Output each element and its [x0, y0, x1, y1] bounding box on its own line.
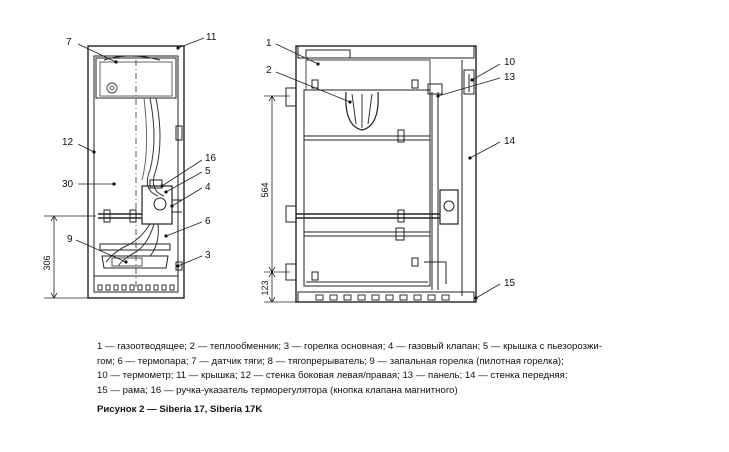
- left-leader-dots: [92, 46, 180, 268]
- callout-5: 5: [205, 166, 211, 177]
- left-dimension: [44, 215, 96, 299]
- callout-14: 14: [504, 136, 516, 147]
- left-side-view: [87, 45, 185, 299]
- callout-10: 10: [504, 57, 516, 68]
- callout-7: 7: [66, 37, 72, 48]
- callout-13: 13: [504, 72, 516, 83]
- callout-1: 1: [266, 38, 272, 49]
- figure-caption: Рисунок 2 — Siberia 17, Siberia 17K: [97, 404, 263, 415]
- legend-line: 15 — рама; 16 — ручка-указатель терморег…: [97, 384, 458, 396]
- right-leader-dots: [316, 62, 478, 300]
- left-leader-lines: [75, 37, 205, 267]
- callout-12: 12: [62, 137, 74, 148]
- callout-4: 4: [205, 182, 211, 193]
- dimension-right-lower: 123: [260, 280, 270, 295]
- boiler-diagram: 306 7 11 12 30 16 5 4 6 9 3: [42, 32, 516, 303]
- legend-line: гом; 6 — термопара; 7 — датчик тяги; 8 —…: [97, 355, 564, 367]
- legend-line: 10 — термометр; 11 — крышка; 12 — стенка…: [97, 370, 568, 382]
- legend-line: 1 — газоотводящее; 2 — теплообменник; 3 …: [97, 341, 602, 352]
- right-dimensions: [264, 95, 296, 303]
- dimension-left-height: 306: [42, 255, 52, 270]
- callout-30: 30: [62, 179, 74, 190]
- callout-16: 16: [205, 153, 217, 164]
- right-leader-lines: [275, 43, 501, 299]
- callout-11: 11: [206, 32, 217, 43]
- callout-15: 15: [504, 278, 516, 289]
- dimension-right-upper: 564: [260, 182, 270, 197]
- callout-6: 6: [205, 216, 211, 227]
- callout-3: 3: [205, 250, 211, 261]
- callout-9: 9: [67, 234, 73, 245]
- callout-2: 2: [266, 65, 272, 76]
- legend: 1 — газоотводящее; 2 — теплообменник; 3 …: [97, 340, 717, 398]
- right-front-view: [285, 45, 477, 303]
